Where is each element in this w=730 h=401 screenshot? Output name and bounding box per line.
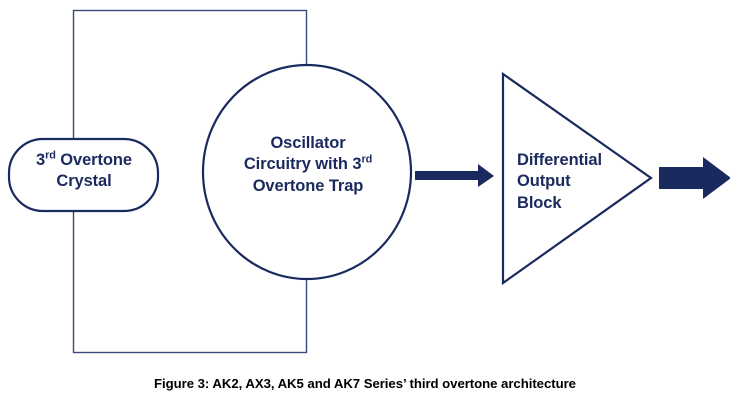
oscillator-label-line3: Overtone Trap — [252, 176, 364, 195]
output-block-label-line1: Differential — [517, 151, 602, 169]
output-block-label: Differential Output Block — [517, 150, 637, 214]
output-signal-arrow — [659, 157, 730, 199]
oscillator-label-line1: Oscillator — [270, 134, 346, 152]
crystal-label: 3rd Overtone Crystal — [9, 150, 159, 193]
oscillator-label-line2: Circuitry with 3rd — [243, 153, 373, 174]
crystal-shape — [7, 137, 160, 213]
oscillator-to-output-arrow — [415, 164, 494, 187]
oscillator-ordinal-suffix: rd — [361, 153, 373, 166]
crystal-label-line1: 3rd Overtone — [36, 149, 132, 169]
oscillator-shape — [201, 63, 413, 281]
output-block-shape — [501, 71, 653, 286]
output-block-label-line2: Output — [517, 172, 571, 191]
oscillator-label: Oscillator Circuitry with 3rd Overtone T… — [212, 133, 404, 197]
crystal-ordinal-suffix: rd — [45, 149, 56, 162]
output-block-label-line3: Block — [517, 193, 562, 212]
figure-caption: Figure 3: AK2, AX3, AK5 and AK7 Series’ … — [154, 376, 576, 391]
crystal-label-line2: Crystal — [56, 172, 112, 191]
